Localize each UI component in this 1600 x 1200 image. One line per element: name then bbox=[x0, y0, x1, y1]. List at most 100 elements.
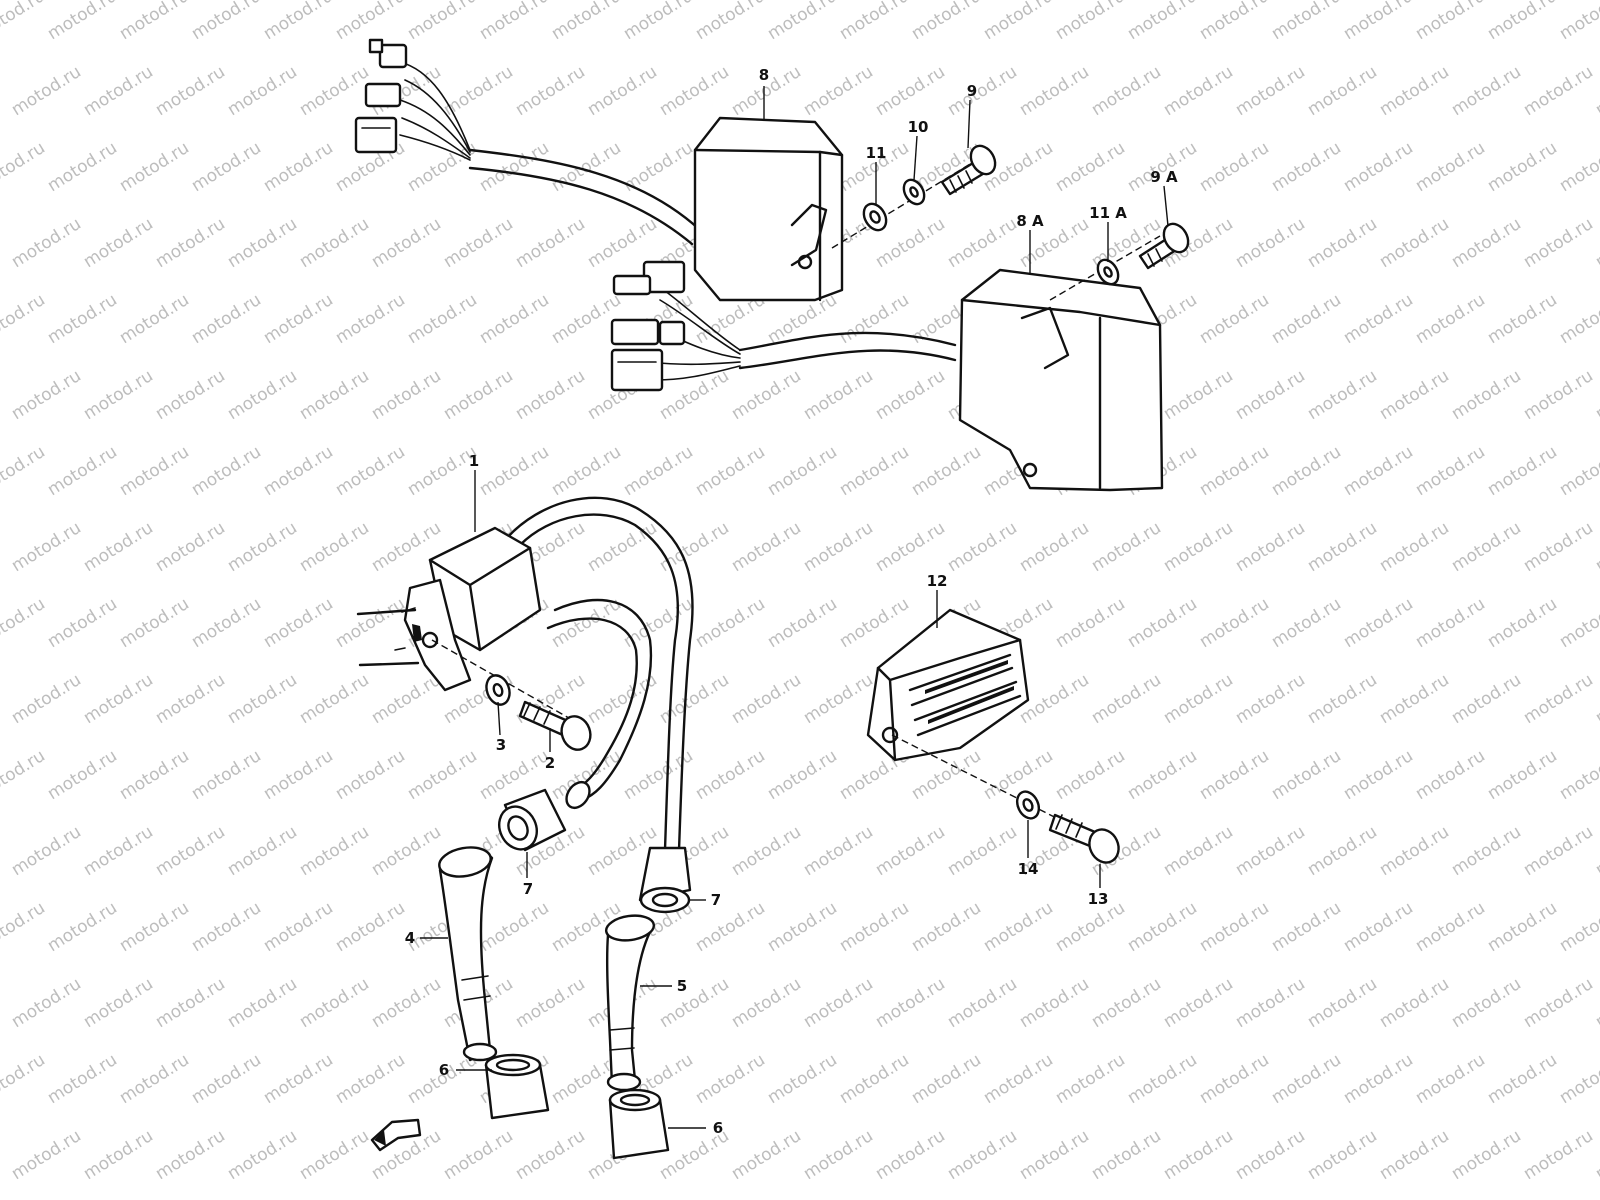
label-part-12[interactable]: 12 bbox=[927, 572, 948, 590]
watermark-text: motod.ru bbox=[836, 290, 913, 348]
label-part-7-left[interactable]: 7 bbox=[523, 880, 533, 898]
watermark-text: motod.ru bbox=[1232, 670, 1309, 728]
watermark-text: motod.ru bbox=[1484, 0, 1561, 44]
label-part-5[interactable]: 5 bbox=[677, 977, 687, 995]
label-part-6-right[interactable]: 6 bbox=[713, 1119, 723, 1137]
watermark-text: motod.ru bbox=[1412, 290, 1489, 348]
plug-cap-cover-6-right[interactable] bbox=[608, 1088, 670, 1160]
watermark-text: motod.ru bbox=[260, 290, 337, 348]
watermark-text: motod.ru bbox=[1088, 974, 1165, 1032]
watermark-text: motod.ru bbox=[332, 442, 409, 500]
spark-plug-cap-4[interactable] bbox=[437, 844, 498, 1062]
watermark-text: motod.ru bbox=[1592, 822, 1600, 880]
watermark-text: motod.ru bbox=[332, 746, 409, 804]
watermark-text: motod.ru bbox=[260, 442, 337, 500]
label-part-2[interactable]: 2 bbox=[545, 754, 555, 772]
watermark-text: motod.ru bbox=[836, 1050, 913, 1108]
watermark-text: motod.ru bbox=[1556, 0, 1600, 44]
watermark-text: motod.ru bbox=[440, 1126, 517, 1184]
watermark-text: motod.ru bbox=[1124, 898, 1201, 956]
label-part-8a[interactable]: 8 A bbox=[1016, 212, 1044, 230]
label-part-4[interactable]: 4 bbox=[405, 929, 415, 947]
label-part-3[interactable]: 3 bbox=[496, 736, 506, 754]
label-part-9a[interactable]: 9 A bbox=[1150, 168, 1178, 186]
watermark-text: motod.ru bbox=[1412, 442, 1489, 500]
ignitor-washer-11[interactable] bbox=[859, 200, 890, 234]
label-part-1[interactable]: 1 bbox=[469, 452, 479, 470]
watermark-text: motod.ru bbox=[1052, 594, 1129, 652]
ignitor-unit-8[interactable] bbox=[354, 38, 844, 302]
watermark-text: motod.ru bbox=[0, 442, 49, 500]
watermark-text: motod.ru bbox=[1196, 746, 1273, 804]
watermark-text: motod.ru bbox=[116, 138, 193, 196]
ignitor-washer-11a[interactable] bbox=[1094, 256, 1123, 288]
plug-cap-cover-6-left[interactable] bbox=[484, 1053, 550, 1120]
watermark-text: motod.ru bbox=[728, 974, 805, 1032]
watermark-text: motod.ru bbox=[368, 670, 445, 728]
watermark-text: motod.ru bbox=[1520, 518, 1597, 576]
watermark-text: motod.ru bbox=[8, 670, 85, 728]
watermark-text: motod.ru bbox=[1304, 822, 1381, 880]
regulator-rectifier-12[interactable] bbox=[866, 608, 1030, 762]
watermark-text: motod.ru bbox=[1412, 1050, 1489, 1108]
watermark-text: motod.ru bbox=[1484, 898, 1561, 956]
watermark-text: motod.ru bbox=[1448, 518, 1525, 576]
watermark-text: motod.ru bbox=[1484, 1050, 1561, 1108]
watermark-text: motod.ru bbox=[1340, 898, 1417, 956]
watermark-text: motod.ru bbox=[224, 214, 301, 272]
regulator-washer-14[interactable] bbox=[1013, 788, 1043, 822]
watermark-text: motod.ru bbox=[1376, 366, 1453, 424]
watermark-text: motod.ru bbox=[1556, 898, 1600, 956]
watermark-text: motod.ru bbox=[1448, 670, 1525, 728]
watermark-text: motod.ru bbox=[620, 0, 697, 44]
watermark-text: motod.ru bbox=[1340, 290, 1417, 348]
lead-seal-7-left[interactable] bbox=[492, 788, 567, 856]
watermark-text: motod.ru bbox=[1232, 366, 1309, 424]
regulator-bolt-13[interactable] bbox=[1048, 813, 1124, 867]
lock-washer-10[interactable] bbox=[900, 176, 929, 208]
lead-seal-7-right[interactable] bbox=[638, 846, 692, 914]
watermark-text: motod.ru bbox=[944, 822, 1021, 880]
ignitor-bolt-9[interactable] bbox=[940, 142, 1000, 196]
watermark-text: motod.ru bbox=[152, 1126, 229, 1184]
watermark-text: motod.ru bbox=[1304, 62, 1381, 120]
watermark-text: motod.ru bbox=[764, 746, 841, 804]
coil-washer-3[interactable] bbox=[483, 672, 514, 708]
label-part-10[interactable]: 10 bbox=[908, 118, 929, 136]
watermark-text: motod.ru bbox=[0, 290, 49, 348]
label-part-11[interactable]: 11 bbox=[866, 144, 887, 162]
watermark-text: motod.ru bbox=[1196, 0, 1273, 44]
watermark-text: motod.ru bbox=[1376, 518, 1453, 576]
watermark-text: motod.ru bbox=[692, 0, 769, 44]
label-part-14[interactable]: 14 bbox=[1018, 860, 1039, 878]
watermark-text: motod.ru bbox=[944, 974, 1021, 1032]
watermark-text: motod.ru bbox=[764, 0, 841, 44]
label-part-7-right[interactable]: 7 bbox=[711, 891, 721, 909]
spark-plug-cap-5[interactable] bbox=[604, 913, 656, 1092]
ignition-coil-1[interactable] bbox=[356, 496, 694, 887]
watermark-text: motod.ru bbox=[1268, 594, 1345, 652]
watermark-text: motod.ru bbox=[224, 518, 301, 576]
ignitor-unit-8a[interactable] bbox=[610, 260, 1164, 492]
watermark-text: motod.ru bbox=[260, 138, 337, 196]
watermark-text: motod.ru bbox=[656, 62, 733, 120]
watermark-text: motod.ru bbox=[296, 214, 373, 272]
watermark-text: motod.ru bbox=[1520, 974, 1597, 1032]
watermark-text: motod.ru bbox=[44, 442, 121, 500]
label-part-8[interactable]: 8 bbox=[759, 66, 769, 84]
watermark-text: motod.ru bbox=[188, 1050, 265, 1108]
watermark-text: motod.ru bbox=[1268, 290, 1345, 348]
watermark-text: motod.ru bbox=[1052, 138, 1129, 196]
label-part-11a[interactable]: 11 A bbox=[1089, 204, 1127, 222]
watermark-text: motod.ru bbox=[656, 518, 733, 576]
label-part-6-left[interactable]: 6 bbox=[439, 1061, 449, 1079]
watermark-text: motod.ru bbox=[1592, 214, 1600, 272]
coil-bolt-2[interactable] bbox=[518, 700, 595, 754]
watermark-text: motod.ru bbox=[1088, 670, 1165, 728]
watermark-text: motod.ru bbox=[1376, 62, 1453, 120]
watermark-text: motod.ru bbox=[44, 138, 121, 196]
watermark-text: motod.ru bbox=[188, 138, 265, 196]
label-part-13[interactable]: 13 bbox=[1088, 890, 1109, 908]
watermark-text: motod.ru bbox=[44, 746, 121, 804]
label-part-9[interactable]: 9 bbox=[967, 82, 977, 100]
